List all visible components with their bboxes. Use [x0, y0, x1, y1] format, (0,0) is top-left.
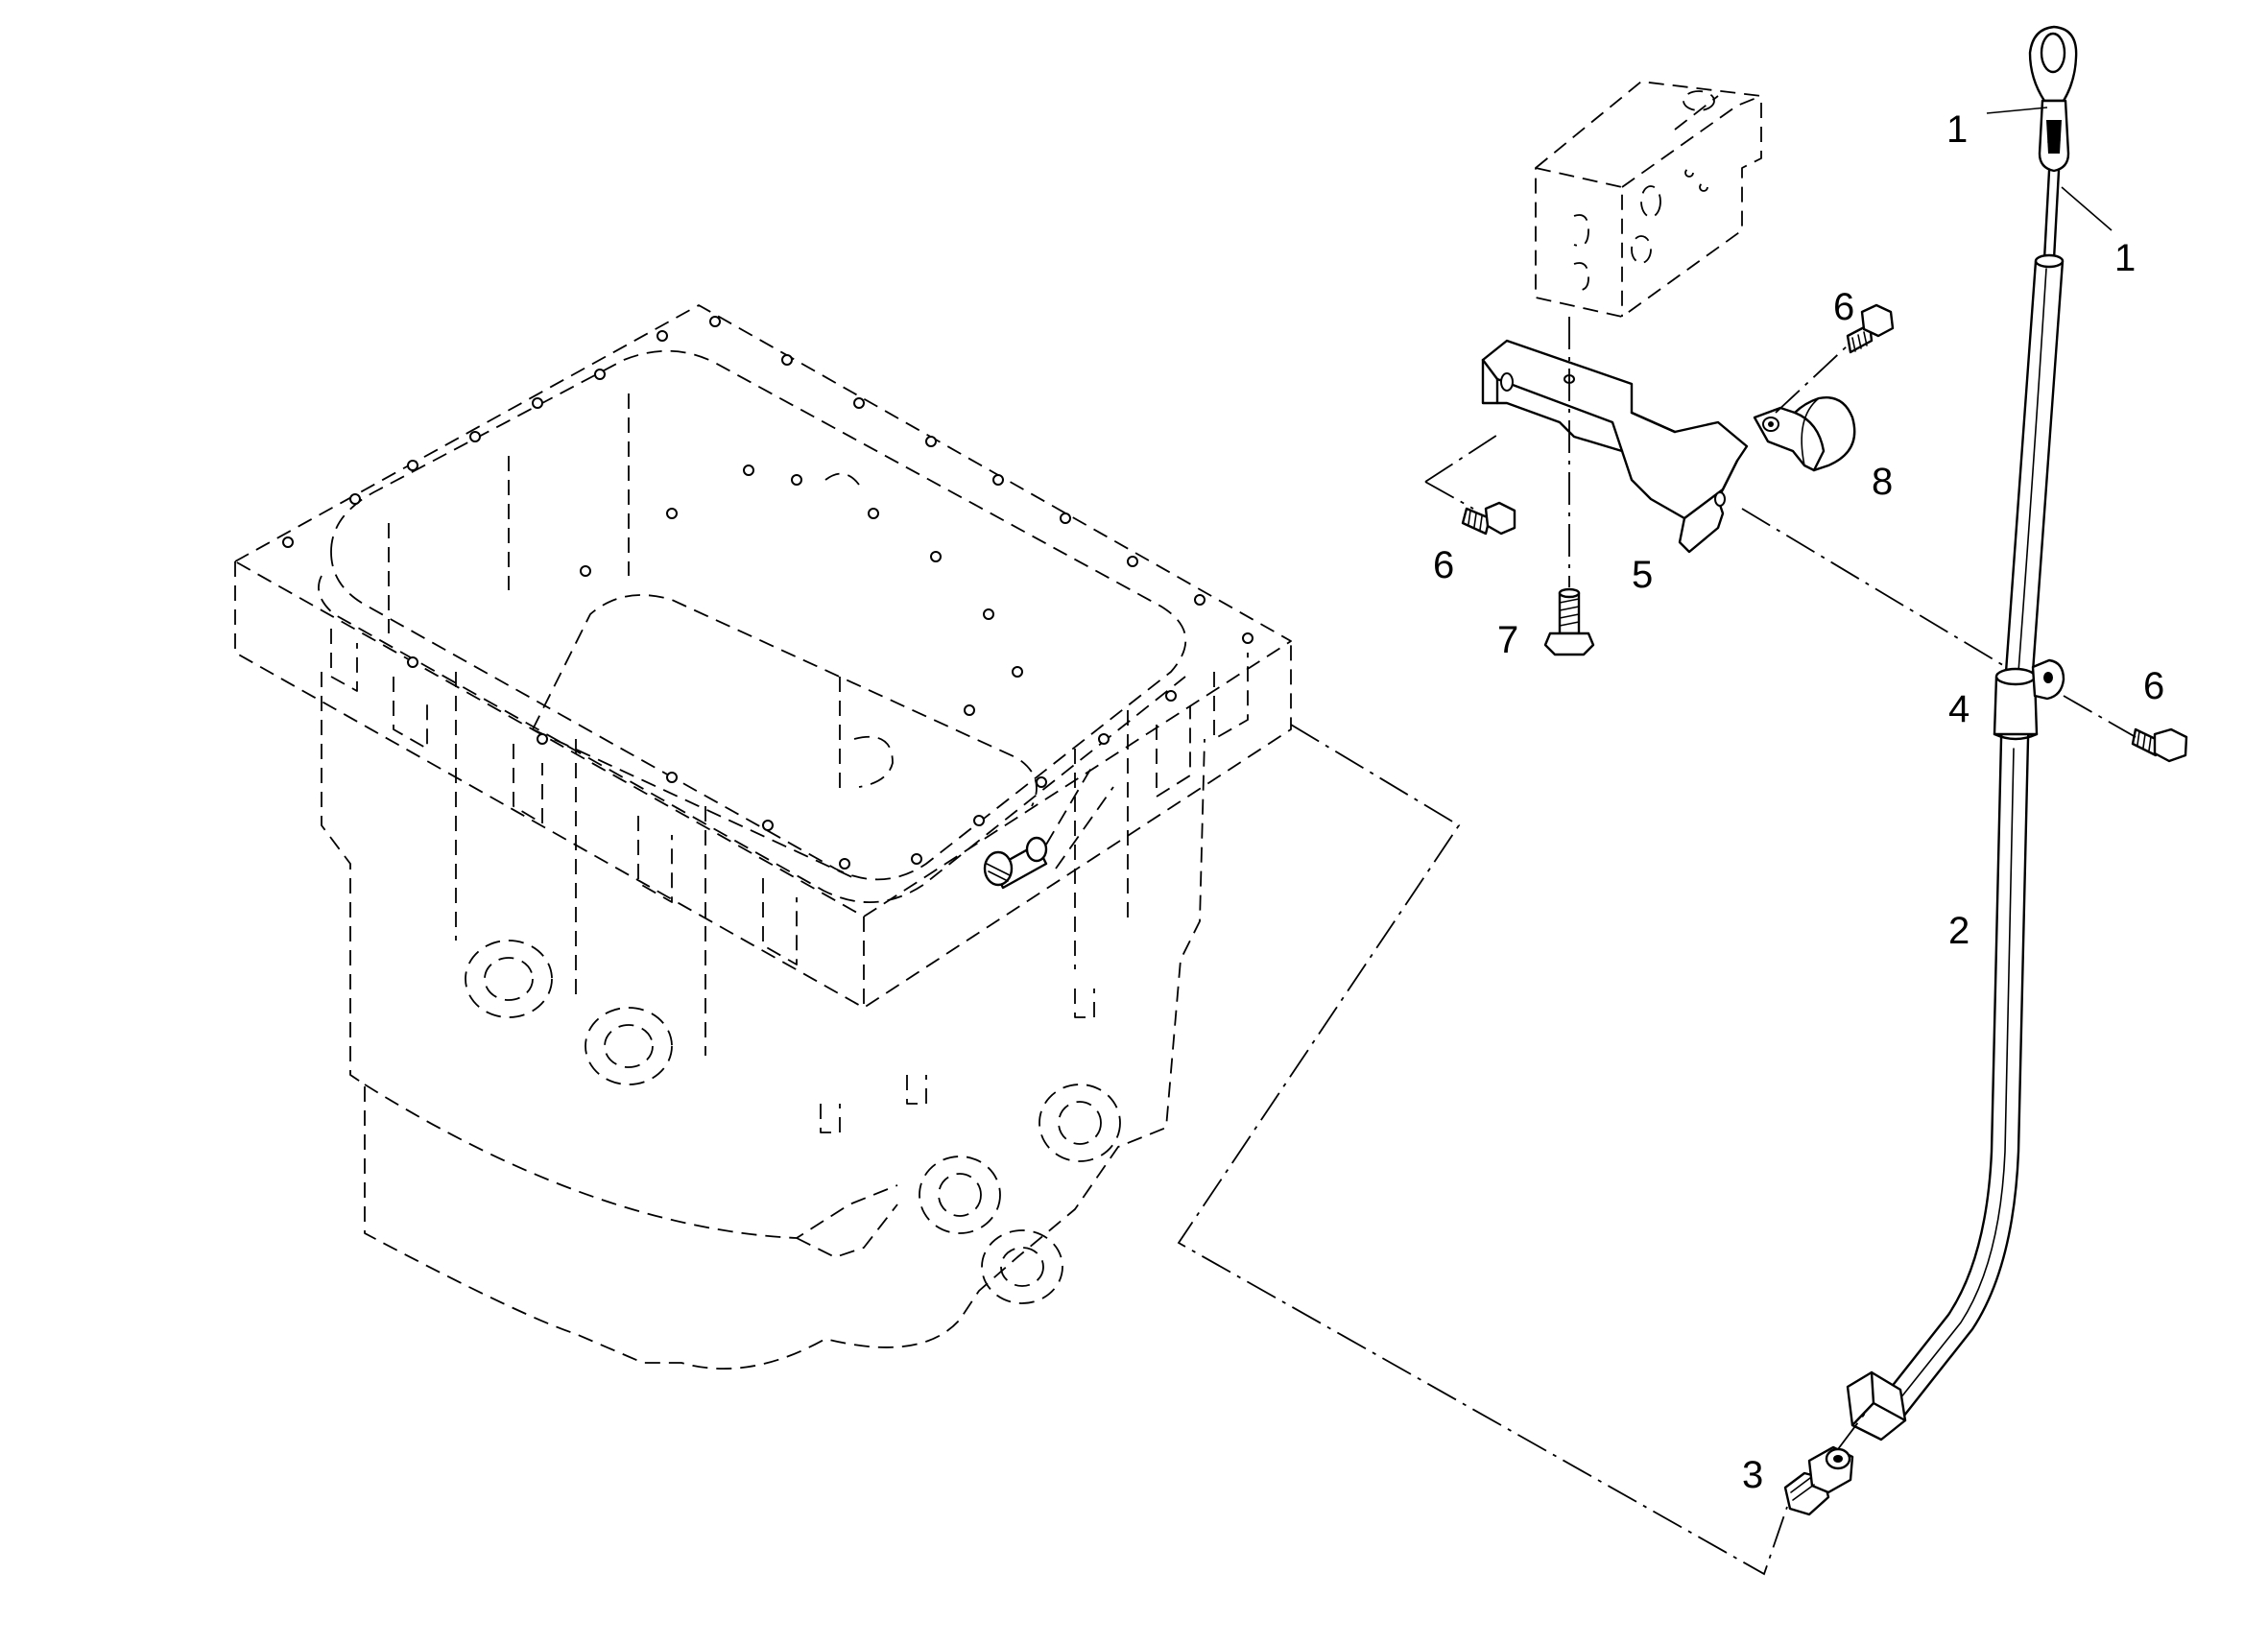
callout-2: 2 — [1948, 910, 1970, 952]
hose-clamp-part-8 — [1753, 396, 1856, 472]
callout-7: 7 — [1497, 619, 1518, 661]
callout-1-grip: 1 — [2114, 237, 2136, 279]
callout-leaders — [1986, 107, 2113, 231]
bracket-part-5 — [1481, 339, 1749, 554]
callout-5: 5 — [1632, 554, 1653, 596]
oil-pan-dipstick-port — [983, 762, 1114, 890]
callout-8: 8 — [1872, 461, 1893, 503]
guide-tube-part-2 — [1846, 253, 2065, 1441]
mount-block-phantom — [1535, 81, 1762, 318]
callout-6-top: 6 — [1833, 286, 1854, 328]
adapter-fitting-part-3 — [1783, 1445, 1854, 1516]
bolt-7 — [1543, 587, 1595, 656]
bolt-6-top — [1846, 303, 1895, 354]
callout-6-left: 6 — [1433, 544, 1454, 586]
callout-3: 3 — [1742, 1454, 1763, 1496]
dipstick-part-1 — [2028, 25, 2078, 261]
callout-labels: 1 1 2 3 4 5 6 6 6 7 8 — [1433, 108, 2164, 1496]
bolt-6-left — [1461, 501, 1516, 536]
callout-4: 4 — [1948, 688, 1970, 730]
oil-pan-assembly — [234, 304, 1292, 1370]
alignment-lines — [1177, 317, 2137, 1576]
bolt-6-right — [2131, 727, 2188, 763]
callout-1-handle: 1 — [1946, 108, 1968, 151]
tube-clip-part-4 — [1993, 658, 2065, 741]
oil-pan-flange-bolt-holes — [282, 316, 1253, 870]
callout-6-right: 6 — [2143, 665, 2164, 707]
